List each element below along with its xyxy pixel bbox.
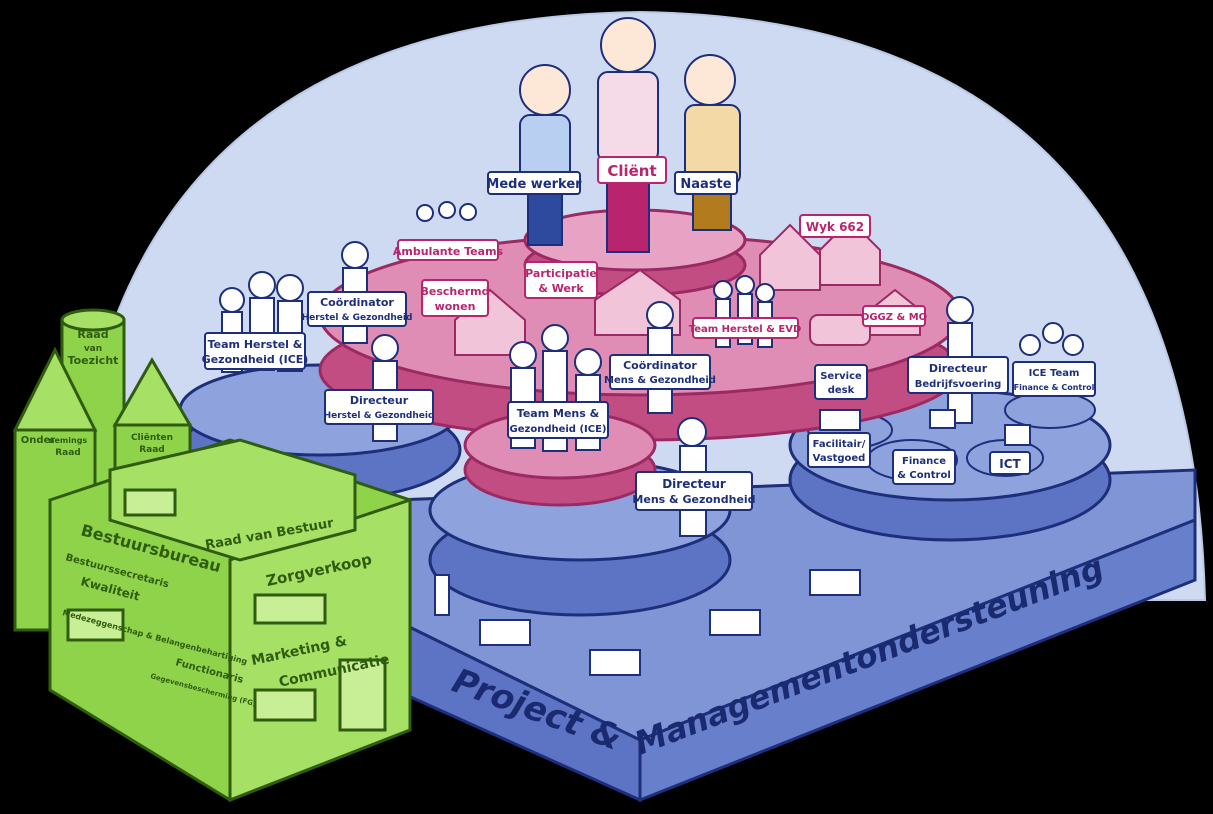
sign-service-desk: Service desk	[814, 364, 868, 400]
label-finance-1: Finance	[902, 456, 946, 467]
label-coordinator-mg-1: Coördinator	[623, 359, 697, 372]
label-directeur-mg-2: Mens & Gezondheid	[632, 493, 755, 506]
label-coordinator-mg-2: Mens & Gezondheid	[604, 375, 716, 386]
sign-team-herstel-evd: Team Herstel & EVD	[689, 317, 802, 339]
label-directeur-bv-1: Directeur	[929, 362, 988, 375]
label-directeur-hg-2: Herstel & Gezondheid	[324, 411, 435, 421]
sign-client: Cliënt	[597, 156, 667, 184]
label-ice-fc-2: Finance & Control	[1014, 383, 1095, 392]
label-team-mg-1: Team Mens &	[517, 407, 600, 420]
label-directeur-hg-1: Directeur	[350, 394, 409, 407]
label-team-mg-2: Gezondheid (ICE)	[510, 424, 607, 435]
label-onder-raad-1: Onder	[21, 435, 56, 446]
sign-directeur-bv: Directeur Bedrijfsvoering	[907, 356, 1009, 394]
sign-coordinator-hg: Coördinator Herstel & Gezondheid	[302, 291, 413, 327]
label-medewerker: Mede werker	[486, 177, 582, 192]
label-clienten-raad-2: Raad	[139, 445, 165, 455]
sign-ict: ICT	[989, 451, 1031, 475]
sign-wyk: Wyk 662	[799, 214, 871, 238]
sign-oggz: OGGZ & MO	[861, 305, 927, 327]
sign-finance: Finance & Control	[892, 449, 956, 485]
sign-directeur-hg: Directeur Herstel & Gezondheid	[324, 389, 435, 425]
label-team-hg-2: Gezondheid (ICE)	[202, 353, 309, 366]
sign-team-hg: Team Herstel & Gezondheid (ICE)	[202, 332, 309, 370]
label-raad-toezicht-1: Raad	[77, 328, 108, 341]
label-participatie-1: Participatie	[525, 267, 597, 280]
label-facilitair-2: Vastgoed	[813, 453, 866, 464]
label-service-desk-1: Service	[820, 371, 862, 382]
sign-ambulante-teams: Ambulante Teams	[393, 239, 504, 261]
label-ict: ICT	[999, 457, 1021, 471]
sign-naaste: Naaste	[674, 171, 738, 195]
green-buildings	[12, 308, 412, 803]
sign-coordinator-mg: Coördinator Mens & Gezondheid	[604, 354, 716, 390]
label-naaste: Naaste	[680, 177, 731, 192]
label-onder-raad-2: nemings	[49, 436, 88, 445]
label-raad-toezicht-3: Toezicht	[68, 354, 119, 367]
label-ice-fc-1: ICE Team	[1029, 368, 1080, 379]
label-directeur-bv-2: Bedrijfsvoering	[915, 379, 1001, 390]
sign-directeur-mg: Directeur Mens & Gezondheid	[632, 471, 756, 511]
label-oggz: OGGZ & MO	[861, 312, 927, 323]
label-onder-raad-3: Raad	[55, 448, 81, 458]
sign-participatie: Participatie & Werk	[524, 261, 598, 299]
sign-facilitair: Facilitair/ Vastgoed	[807, 432, 871, 468]
label-coordinator-hg-2: Herstel & Gezondheid	[302, 313, 413, 323]
label-directeur-mg-1: Directeur	[662, 477, 726, 491]
label-participatie-2: & Werk	[538, 282, 584, 295]
label-finance-2: & Control	[897, 470, 951, 481]
label-facilitair-1: Facilitair/	[813, 439, 866, 450]
label-beschermd-2: wonen	[435, 300, 476, 313]
office-desks	[434, 409, 1031, 676]
label-beschermd-1: Beschermd	[421, 285, 490, 298]
label-team-herstel-evd: Team Herstel & EVD	[689, 324, 802, 335]
center-platform	[428, 410, 732, 617]
label-client: Cliënt	[607, 162, 656, 180]
label-ambulante-teams: Ambulante Teams	[393, 245, 504, 258]
sign-medewerker: Mede werker	[486, 171, 582, 195]
sign-team-mg: Team Mens & Gezondheid (ICE)	[507, 401, 609, 439]
sign-ice-fc: ICE Team Finance & Control	[1012, 361, 1096, 397]
label-raad-toezicht-2: van	[84, 344, 102, 354]
label-service-desk-2: desk	[828, 385, 855, 396]
label-team-hg-1: Team Herstel &	[208, 338, 303, 351]
label-coordinator-hg-1: Coördinator	[320, 296, 394, 309]
label-clienten-raad-1: Cliënten	[131, 433, 173, 443]
sign-beschermd: Beschermd wonen	[421, 279, 490, 317]
label-wyk: Wyk 662	[806, 220, 864, 234]
